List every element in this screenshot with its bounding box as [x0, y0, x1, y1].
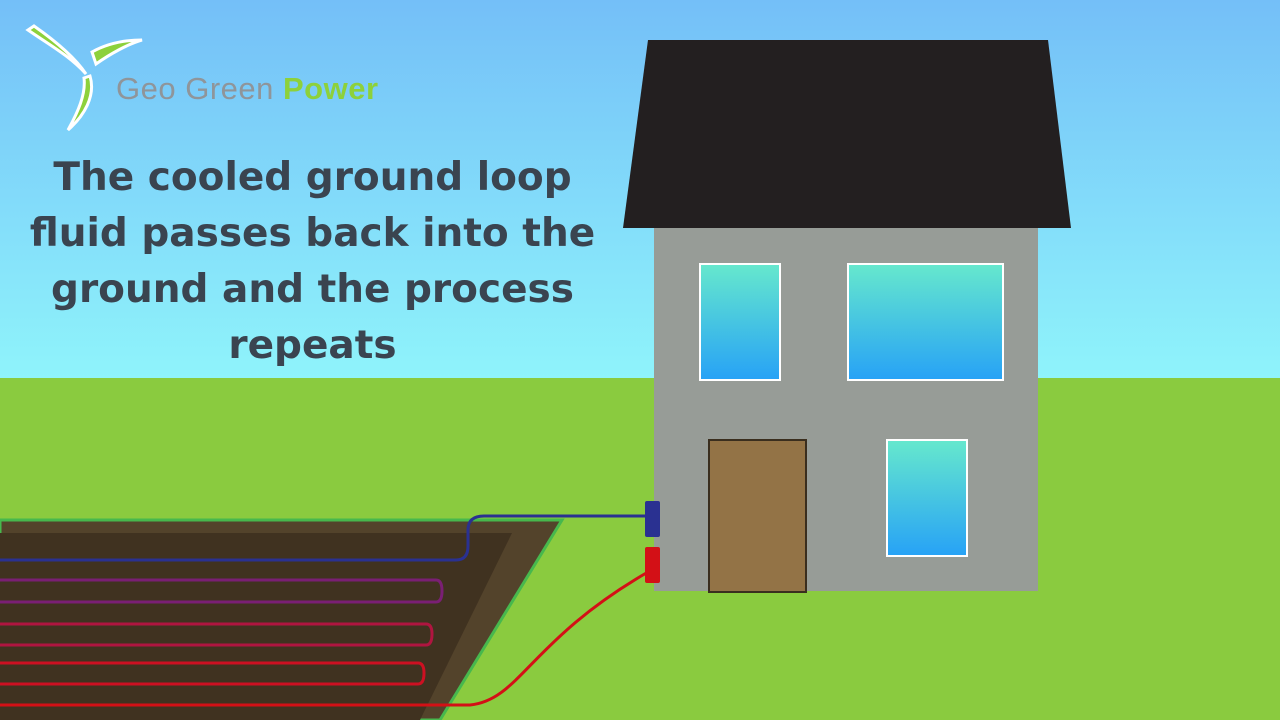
front-door: [708, 439, 807, 593]
brand-name: Geo Green Power: [116, 71, 379, 107]
window-top-right: [847, 263, 1004, 381]
cold-pipe-connector: [645, 501, 660, 537]
wind-turbine-logo-icon: [25, 24, 143, 132]
window-bottom-right: [886, 439, 968, 557]
ground-loop-pipe: [0, 514, 650, 707]
brand-name-part1: Geo Green: [116, 71, 274, 106]
caption-text: The cooled ground loop fluid passes back…: [29, 155, 596, 368]
house: [623, 40, 1071, 593]
house-roof: [623, 40, 1071, 228]
brand-name-part2: Power: [283, 71, 379, 106]
window-top-left: [699, 263, 781, 381]
warm-pipe-connector: [645, 547, 660, 583]
